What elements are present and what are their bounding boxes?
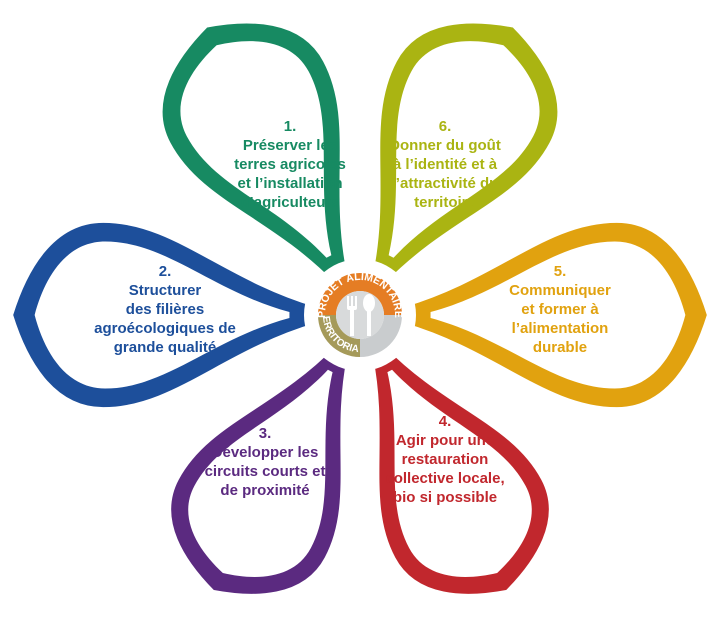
petal-text-line: bio si possible [392, 489, 498, 506]
petal-inner [387, 369, 532, 577]
fork-icon [347, 296, 357, 336]
petal-text-line: et l’installation [237, 175, 343, 192]
petal-inner [388, 41, 540, 258]
petal-text-line: l’alimentation [511, 320, 609, 337]
petal-text-line: Structurer [128, 282, 202, 299]
petal-6 [369, 19, 562, 286]
petal-number: 2. [158, 263, 172, 280]
petal-4 [368, 343, 553, 598]
petal-text-line: restauration [401, 451, 489, 468]
petal-1 [158, 19, 351, 286]
petal-number: 4. [438, 413, 452, 430]
petal-text-line: grande qualité [113, 339, 217, 356]
petal-text-line: Communiquer [509, 282, 611, 299]
petal-text-line: terres agricoles [234, 156, 346, 173]
petal-1-text: 1. Préserver les terres agricoles et l’inst… [205, 117, 375, 212]
petal-6-text: 6. Donner du goût à l’identité et à l’attra… [360, 117, 530, 212]
petal-text-line: Préserver les [242, 137, 338, 154]
petal-number: 1. [283, 118, 297, 135]
petal-text-line: l’attractivité du [391, 175, 499, 192]
spoon-icon [363, 294, 375, 336]
petal-inner [430, 241, 686, 389]
petal-text-line: collective locale, [385, 470, 505, 487]
petal-2 [9, 218, 318, 412]
petal-3 [167, 343, 352, 598]
petal-inner [34, 241, 290, 389]
petal-text-line: circuits courts et [204, 463, 326, 480]
petal-3-text: 3. Développer les circuits courts et de pro… [180, 424, 350, 500]
petal-text-line: durable [532, 339, 588, 356]
petal-number: 6. [438, 118, 452, 135]
petal-number: 3. [258, 425, 272, 442]
petal-text-line: d’agriculteurs [240, 194, 340, 211]
petal-2-text: 2. Structurer des filières agroécologiques … [80, 262, 250, 357]
petal-inner [180, 41, 332, 258]
petal-text-line: des filières [125, 301, 205, 318]
petal-text-line: Donner du goût [389, 137, 501, 154]
petal-inner [188, 369, 333, 577]
petal-text-line: à l’identité et à [392, 156, 498, 173]
petal-5-text: 5. Communiquer et former à l’alimentation du… [475, 262, 645, 357]
petal-text-line: agroécologiques de [94, 320, 236, 337]
petal-text-line: Agir pour une [395, 432, 495, 449]
petal-text-line: et former à [521, 301, 599, 318]
petal-text-line: Développer les [211, 444, 319, 461]
petal-text-line: de proximité [220, 482, 310, 499]
projet-alimentaire-territorial-logo: PROJET ALIMENTAIRE TERRITORIAL [309, 264, 410, 365]
petal-number: 5. [553, 263, 567, 280]
petal-5 [402, 218, 711, 412]
petal-4-text: 4. Agir pour une restauration collective lo… [360, 412, 530, 507]
petal-text-line: territoire [414, 194, 476, 211]
